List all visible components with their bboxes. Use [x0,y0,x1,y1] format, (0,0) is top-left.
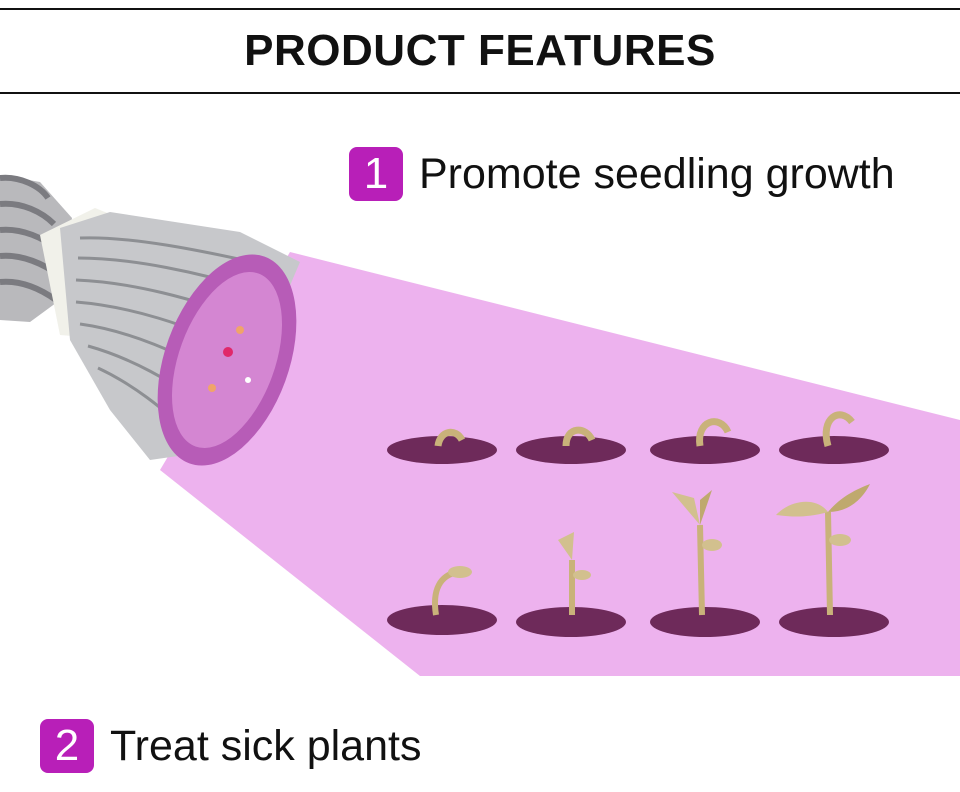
feature-item-2: 2 Treat sick plants [40,719,421,773]
feature-number-badge: 2 [40,719,94,773]
feature-item-1: 1 Promote seedling growth [349,147,895,201]
page-header: PRODUCT FEATURES [0,8,960,94]
seedling-stage-6 [516,532,626,637]
feature-text: Treat sick plants [110,721,422,770]
grow-bulb-image [0,174,300,466]
seedling-stage-8 [776,484,889,637]
seedling-group [387,411,889,637]
seedling-stage-4 [779,411,889,464]
page-title: PRODUCT FEATURES [244,26,716,75]
seedling-stage-7 [650,490,760,637]
light-beam [160,252,960,676]
seedling-stage-2 [516,426,626,464]
illustration [0,174,960,676]
feature-text: Promote seedling growth [419,149,895,198]
seedling-stage-1 [387,428,497,464]
seedling-stage-3 [650,418,760,464]
feature-number-badge: 1 [349,147,403,201]
seedling-stage-5 [387,566,497,635]
